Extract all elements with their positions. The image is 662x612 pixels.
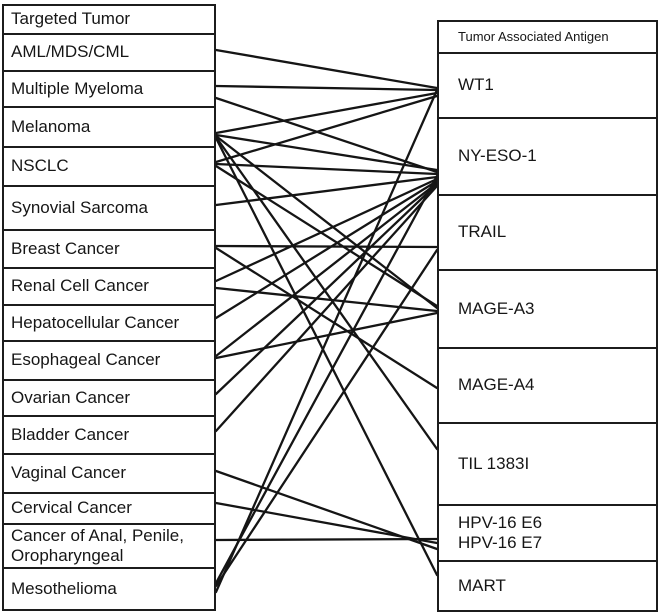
tumor-label: Mesothelioma xyxy=(11,578,117,598)
antigen-label: WT1 xyxy=(458,75,494,95)
connection-line-0 xyxy=(214,48,439,90)
connection-line-13 xyxy=(214,246,439,390)
tumor-row-0: AML/MDS/CML xyxy=(4,33,214,70)
tumor-row-5: Breast Cancer xyxy=(4,229,214,267)
antigen-label: MART xyxy=(458,575,506,595)
antigen-row-3: MAGE-A3 xyxy=(439,269,656,347)
connection-line-5 xyxy=(214,134,439,310)
antigen-label: TRAIL xyxy=(458,222,507,242)
tumor-row-8: Esophageal Cancer xyxy=(4,340,214,379)
tumor-label: Cancer of Anal, Penile, Oropharyngeal xyxy=(11,525,184,565)
tumor-label: Breast Cancer xyxy=(11,238,120,258)
antigen-row-7: MART xyxy=(439,560,656,610)
connection-line-16 xyxy=(214,179,439,320)
connection-line-10 xyxy=(214,164,439,308)
tumor-row-12: Cervical Cancer xyxy=(4,492,214,523)
connection-line-8 xyxy=(214,94,439,164)
tumor-label: Melanoma xyxy=(11,116,91,136)
tumor-label: Hepatocellular Cancer xyxy=(11,312,180,332)
tumor-row-13: Cancer of Anal, Penile, Oropharyngeal xyxy=(4,523,214,567)
tumor-row-4: Synovial Sarcoma xyxy=(4,185,214,229)
connection-line-26 xyxy=(214,248,439,588)
connection-line-18 xyxy=(214,311,439,360)
connection-line-9 xyxy=(214,162,439,176)
tumor-row-9: Ovarian Cancer xyxy=(4,379,214,415)
tumor-label: Ovarian Cancer xyxy=(11,387,131,407)
antigen-row-6: HPV-16 E6 HPV-16 E7 xyxy=(439,504,656,560)
connection-line-4 xyxy=(214,133,439,172)
antigen-label: TIL 1383I xyxy=(458,453,530,473)
connection-line-24 xyxy=(214,88,439,594)
tumor-label: Vaginal Cancer xyxy=(11,463,126,483)
tumor-row-14: Mesothelioma xyxy=(4,567,214,609)
tumor-label: Bladder Cancer xyxy=(11,424,130,444)
connection-line-20 xyxy=(214,184,439,433)
antigen-label: NY-ESO-1 xyxy=(458,146,537,166)
tumor-row-1: Multiple Myeloma xyxy=(4,70,214,106)
antigen-label: MAGE-A3 xyxy=(458,298,535,318)
tumor-label: Multiple Myeloma xyxy=(11,78,144,98)
targeted-tumor-table: Targeted Tumor AML/MDS/CML Multiple Myelo… xyxy=(2,4,216,611)
connection-line-17 xyxy=(214,181,439,358)
tumor-row-3: NSCLC xyxy=(4,146,214,185)
connection-line-19 xyxy=(214,182,439,396)
tumor-row-6: Renal Cell Cancer xyxy=(4,267,214,304)
tumor-row-10: Bladder Cancer xyxy=(4,415,214,453)
connection-line-3 xyxy=(214,91,439,135)
connection-line-21 xyxy=(214,469,439,551)
tumor-associated-antigen-header: Tumor Associated Antigen xyxy=(439,22,656,52)
connection-line-14 xyxy=(214,177,439,283)
connection-line-1 xyxy=(214,84,439,92)
connection-line-2 xyxy=(214,96,439,174)
antigen-row-4: MAGE-A4 xyxy=(439,347,656,422)
targeted-tumor-header-label: Targeted Tumor xyxy=(11,9,131,29)
connection-line-11 xyxy=(214,175,439,207)
connection-line-22 xyxy=(214,501,439,545)
tumor-label: AML/MDS/CML xyxy=(11,42,130,62)
connection-line-25 xyxy=(214,174,439,585)
tumor-row-7: Hepatocellular Cancer xyxy=(4,304,214,340)
targeted-tumor-header: Targeted Tumor xyxy=(4,6,214,33)
tumor-row-11: Vaginal Cancer xyxy=(4,453,214,492)
tumor-row-2: Melanoma xyxy=(4,106,214,146)
connection-line-15 xyxy=(214,286,439,313)
antigen-row-1: NY-ESO-1 xyxy=(439,117,656,194)
tumor-associated-antigen-header-label: Tumor Associated Antigen xyxy=(458,29,609,45)
antigen-label: MAGE-A4 xyxy=(458,375,535,395)
tumor-label: Esophageal Cancer xyxy=(11,350,161,370)
connection-line-7 xyxy=(214,136,439,577)
antigen-row-0: WT1 xyxy=(439,52,656,117)
tumor-label: Synovial Sarcoma xyxy=(11,197,149,217)
antigen-label: HPV-16 E6 HPV-16 E7 xyxy=(458,512,543,552)
tumor-label: NSCLC xyxy=(11,156,69,176)
antigen-row-2: TRAIL xyxy=(439,194,656,269)
tumor-label: Cervical Cancer xyxy=(11,498,132,518)
connection-line-23 xyxy=(214,537,439,542)
connection-line-12 xyxy=(214,244,439,249)
tumor-label: Renal Cell Cancer xyxy=(11,276,149,296)
antigen-row-5: TIL 1383I xyxy=(439,422,656,504)
connection-line-6 xyxy=(214,135,439,451)
